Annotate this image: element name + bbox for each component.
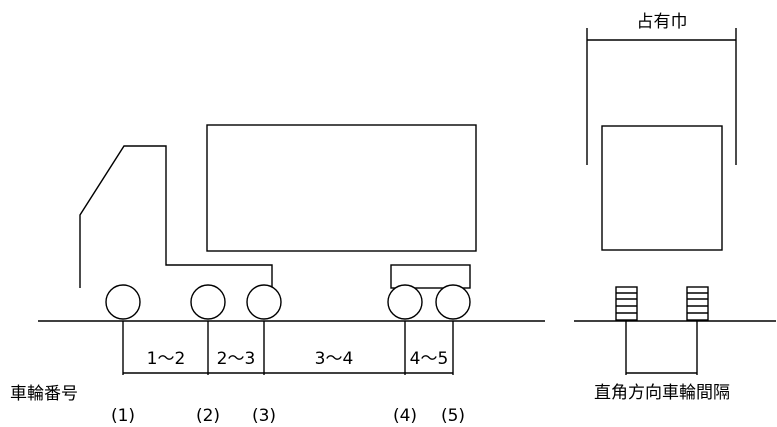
rear-bogie-frame xyxy=(390,264,471,289)
cargo-box xyxy=(206,124,477,252)
wheel-number-4: (4) xyxy=(393,406,417,426)
perpendicular-spacing-label: 直角方向車輪間隔 xyxy=(594,383,730,403)
wheel-3 xyxy=(246,284,282,320)
wheel-5 xyxy=(435,284,471,320)
wheel-number-3: (3) xyxy=(252,406,276,426)
rear-tire-right xyxy=(686,286,709,321)
rear-tire-left xyxy=(615,286,638,321)
spacing-label-4-5: 4～5 xyxy=(410,349,449,369)
spacing-label-2-3: 2～3 xyxy=(217,349,256,369)
wheel-number-2: (2) xyxy=(196,406,220,426)
truck-cab-outline xyxy=(79,145,273,288)
wheel-number-5: (5) xyxy=(441,406,465,426)
wheel-number-caption: 車輪番号 xyxy=(10,384,78,404)
wheel-2 xyxy=(190,284,226,320)
spacing-label-1-2: 1～2 xyxy=(147,349,186,369)
rear-body-box xyxy=(601,125,723,251)
occupied-width-label: 占有巾 xyxy=(637,12,688,32)
spacing-label-3-4: 3～4 xyxy=(315,349,354,369)
wheel-1 xyxy=(105,284,141,320)
wheel-4 xyxy=(387,284,423,320)
wheel-number-1: (1) xyxy=(111,406,135,426)
